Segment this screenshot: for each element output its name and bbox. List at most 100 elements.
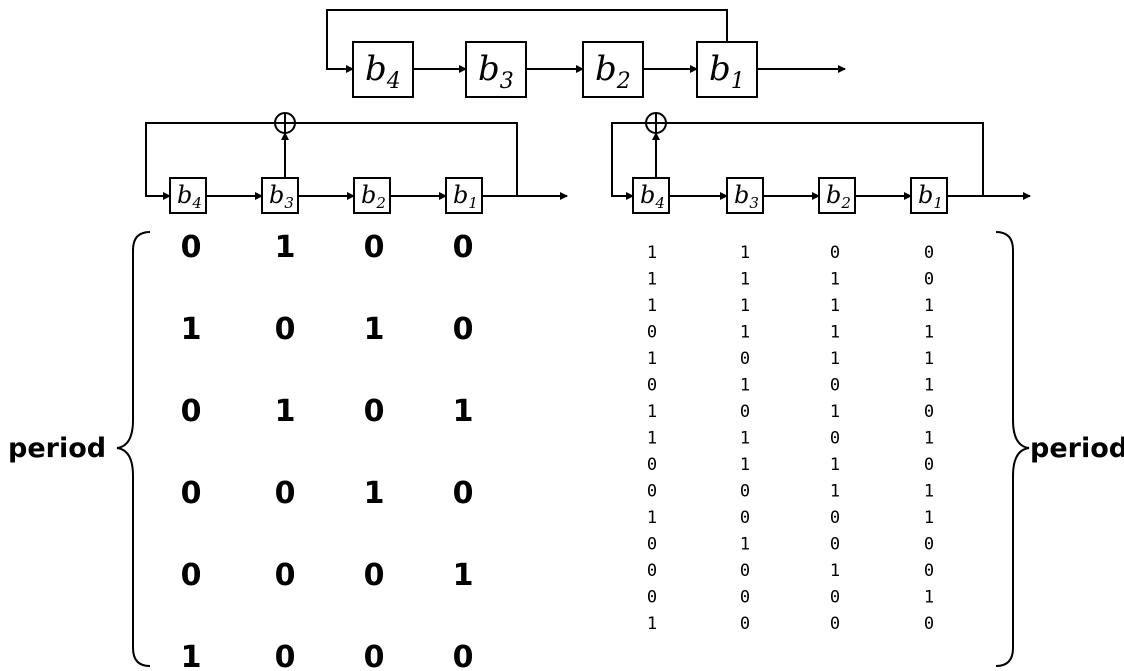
left-state-bit: 1	[364, 312, 385, 347]
right-state-bit: 0	[830, 588, 840, 608]
right-state-bit: 0	[647, 323, 657, 343]
right-state-bit: 1	[830, 323, 840, 343]
left-state-bit: 1	[453, 558, 474, 593]
right-state-bit: 1	[740, 376, 750, 396]
left-state-bit: 1	[181, 312, 202, 347]
svg-text:b2: b2	[361, 181, 386, 212]
left-cell-b4: b4	[169, 177, 207, 214]
left-state-bit: 1	[453, 394, 474, 429]
right-state-bit: 0	[647, 535, 657, 555]
svg-text:b3: b3	[269, 181, 294, 212]
right-state-bit: 1	[647, 243, 657, 263]
right-state-bit: 0	[740, 508, 750, 528]
right-lfsr: b4 b3 b2 b1 period 1 1 0 0 1 1 1 0 1 1 1 1 0 1 1 1 1 0 1 1 0…	[611, 112, 1124, 667]
top-cell-b3: b3	[465, 41, 527, 98]
right-state-bit: 0	[924, 270, 934, 290]
svg-text:b4: b4	[365, 49, 401, 94]
svg-text:b3: b3	[478, 49, 514, 94]
right-feedback-wire	[611, 122, 984, 200]
left-cell-b2: b2	[353, 177, 391, 214]
right-state-bit: 1	[740, 243, 750, 263]
left-state-bit: 0	[275, 476, 296, 511]
left-xor-gate	[274, 112, 296, 134]
svg-text:b2: b2	[595, 49, 631, 94]
left-state-bit: 0	[181, 558, 202, 593]
right-state-row: 1 0 1 1	[647, 349, 934, 369]
right-state-bit: 1	[830, 349, 840, 369]
svg-text:b4: b4	[177, 181, 202, 212]
right-state-bit: 0	[830, 614, 840, 634]
left-state-bit: 1	[275, 230, 296, 265]
right-state-bit: 0	[830, 376, 840, 396]
top-cell-b4: b4	[352, 41, 414, 98]
right-state-bit: 0	[830, 535, 840, 555]
right-state-bit: 0	[647, 588, 657, 608]
left-state-bit: 1	[275, 394, 296, 429]
right-state-bit: 0	[647, 376, 657, 396]
right-state-bit: 0	[924, 455, 934, 475]
right-cell-b3: b3	[726, 177, 764, 214]
left-state-bit: 0	[453, 312, 474, 347]
svg-text:b1: b1	[453, 181, 478, 212]
left-state-bit: 0	[181, 230, 202, 265]
right-cell-b4: b4	[632, 177, 670, 214]
right-state-bit: 1	[740, 535, 750, 555]
right-state-bit: 0	[740, 349, 750, 369]
left-cell-b1: b1	[445, 177, 483, 214]
right-state-row: 1 0 0 1	[647, 508, 934, 528]
left-state-bit: 0	[275, 312, 296, 347]
right-state-bit: 1	[647, 508, 657, 528]
right-cell-b1: b1	[910, 177, 948, 214]
top-feedback-wire	[326, 9, 728, 73]
right-period-brace	[995, 231, 1030, 667]
left-state-bit: 1	[364, 476, 385, 511]
right-state-bit: 1	[924, 376, 934, 396]
left-state-bit: 0	[181, 394, 202, 429]
left-cell-b3: b3	[261, 177, 299, 214]
right-state-bit: 1	[924, 349, 934, 369]
right-state-bit: 0	[647, 482, 657, 502]
right-state-bit: 1	[924, 296, 934, 316]
left-state-bit: 0	[181, 476, 202, 511]
right-state-bit: 1	[740, 296, 750, 316]
right-period-label: period	[1030, 433, 1124, 464]
svg-text:b1: b1	[918, 181, 943, 212]
right-state-bit: 1	[740, 270, 750, 290]
right-state-bit: 0	[740, 614, 750, 634]
right-state-bit: 1	[924, 429, 934, 449]
left-state-bit: 0	[275, 558, 296, 593]
left-state-row: 0 0 0 1	[181, 558, 474, 593]
right-state-bit: 0	[740, 402, 750, 422]
right-state-bit: 1	[647, 349, 657, 369]
left-period-label: period	[8, 433, 106, 464]
right-state-bit: 0	[647, 455, 657, 475]
right-cell-b2: b2	[818, 177, 856, 214]
left-feedback-wire	[145, 122, 518, 200]
left-state-bit: 0	[453, 640, 474, 671]
top-cell-b2: b2	[582, 41, 644, 98]
left-state-bit: 0	[364, 558, 385, 593]
right-state-bit: 1	[647, 270, 657, 290]
right-state-bit: 1	[924, 508, 934, 528]
left-state-bit: 1	[181, 640, 202, 671]
right-state-bit: 0	[830, 508, 840, 528]
top-shift-register: b4 b3 b2 b1	[326, 9, 846, 98]
right-state-bit: 0	[924, 614, 934, 634]
left-state-row: 0 0 1 0	[181, 476, 474, 511]
svg-text:b4: b4	[640, 181, 665, 212]
right-state-bit: 1	[647, 402, 657, 422]
right-state-bit: 1	[740, 455, 750, 475]
svg-text:b2: b2	[826, 181, 851, 212]
right-state-bit: 1	[924, 482, 934, 502]
svg-text:b3: b3	[734, 181, 759, 212]
left-period-brace	[116, 231, 151, 667]
left-state-bit: 0	[453, 476, 474, 511]
